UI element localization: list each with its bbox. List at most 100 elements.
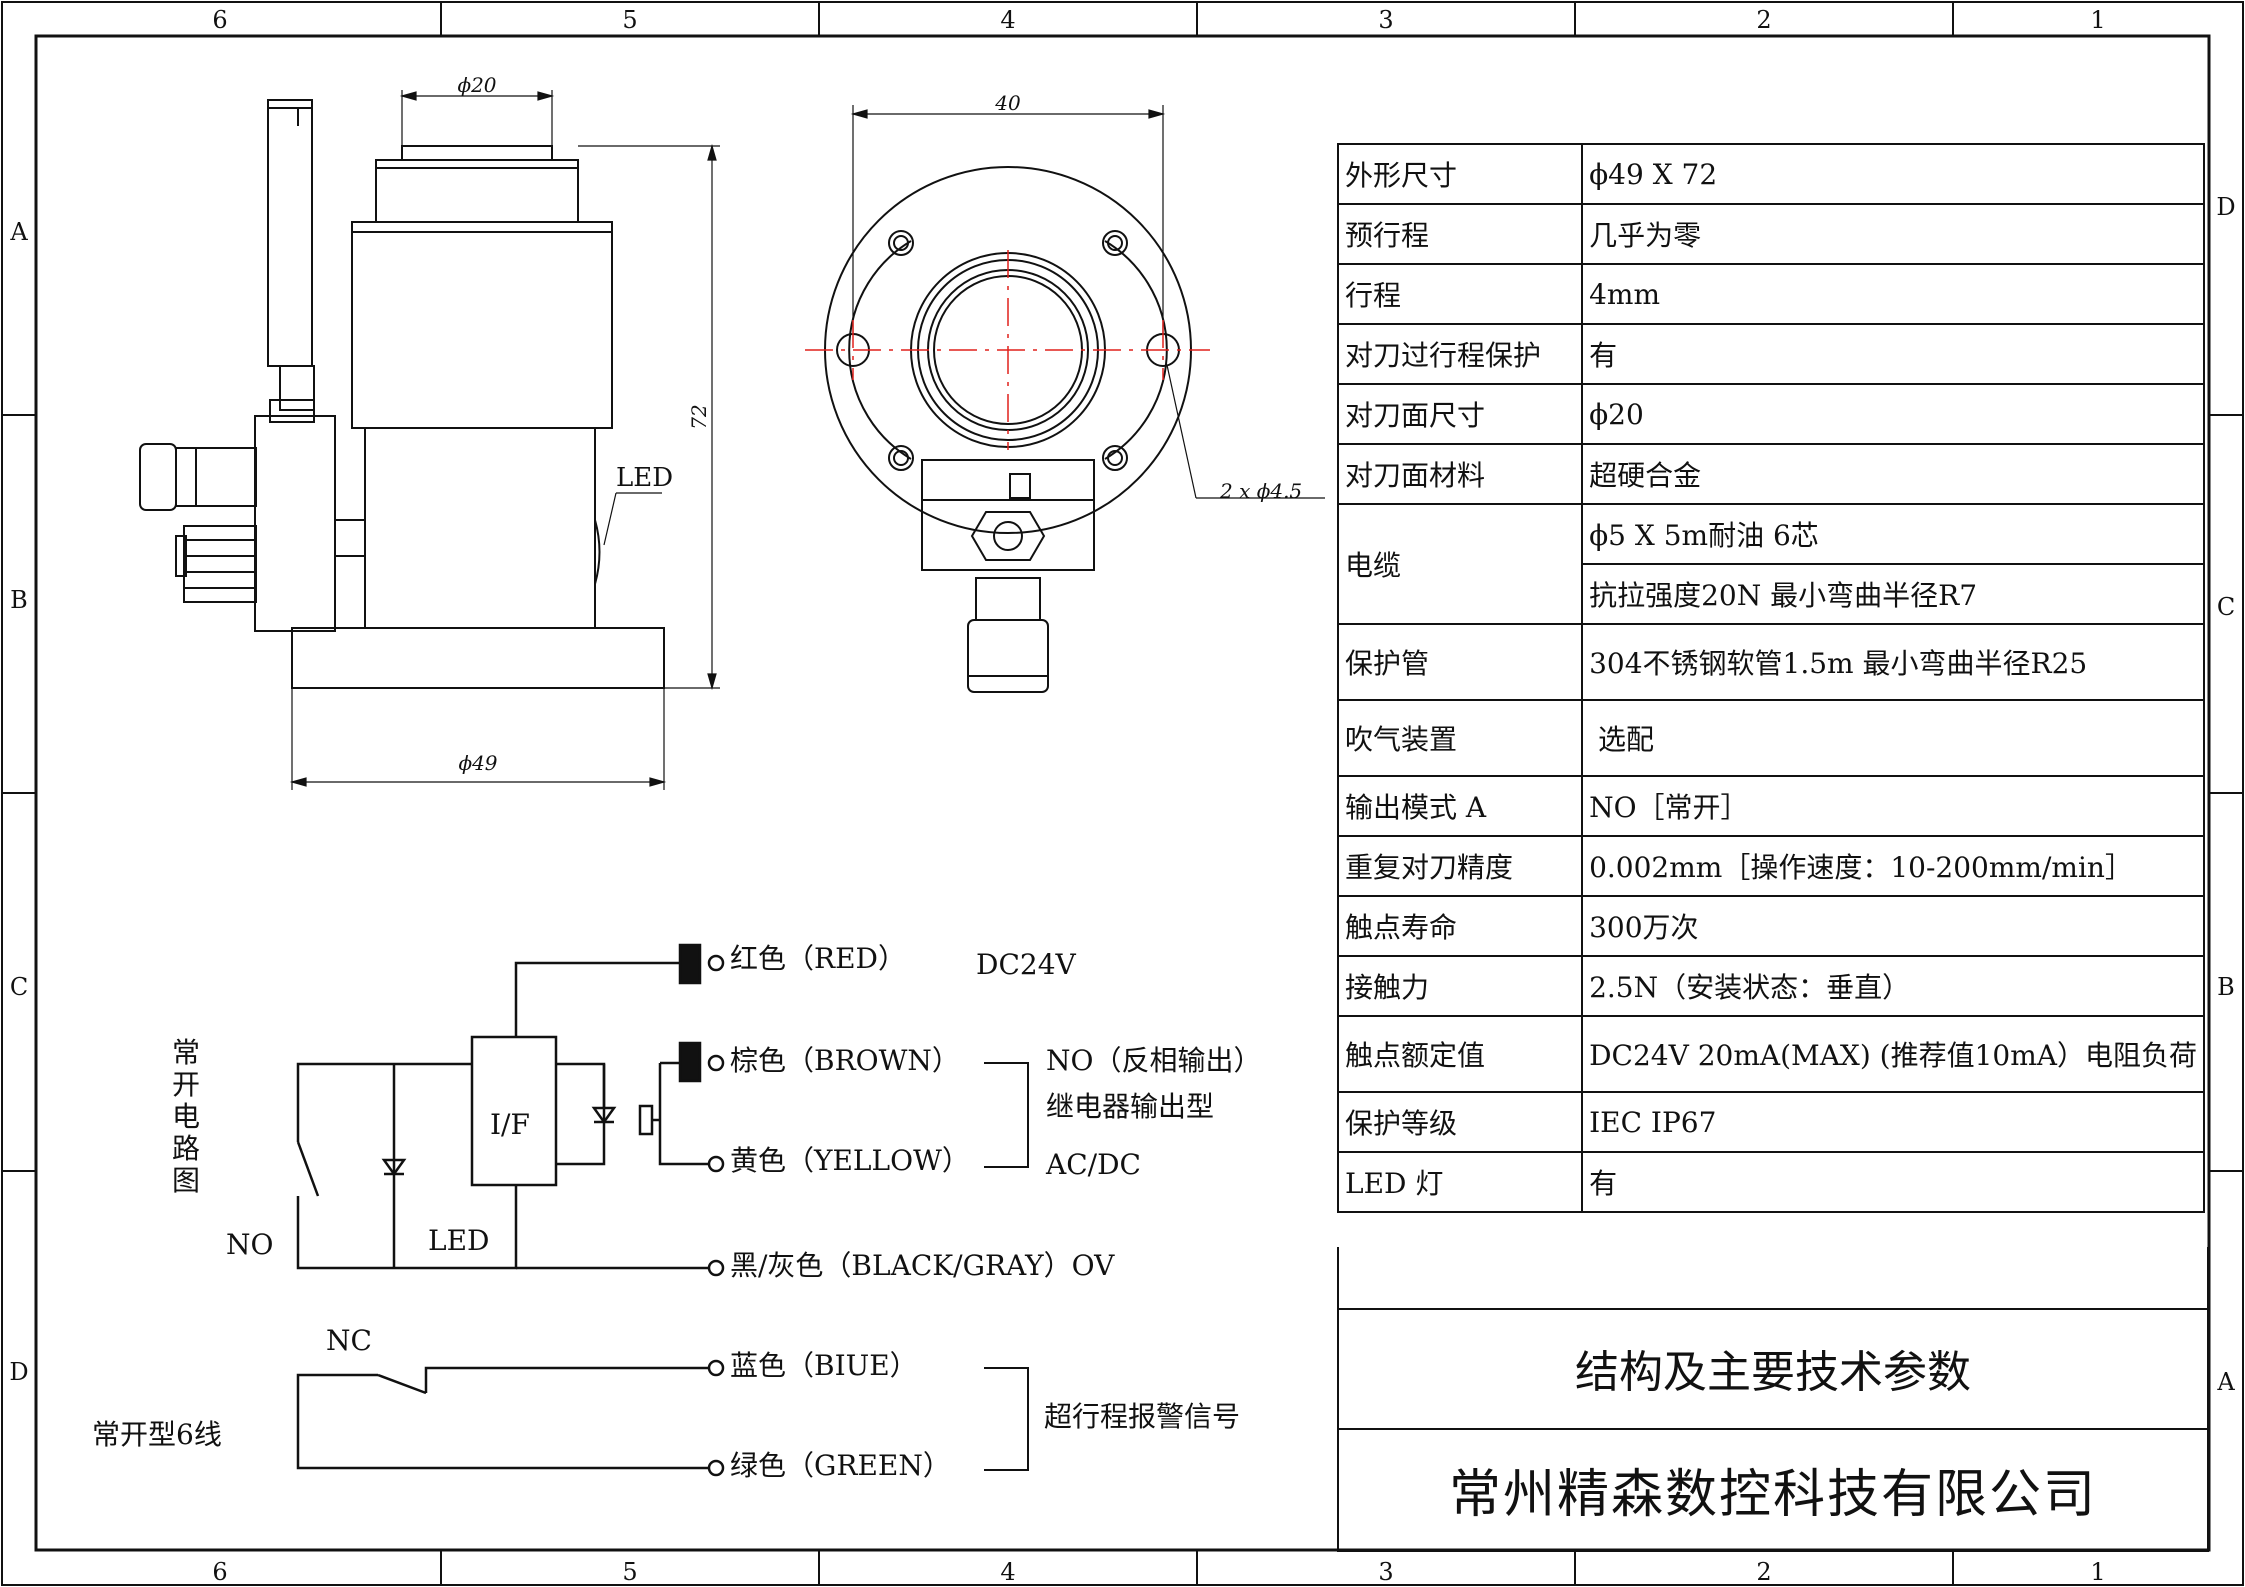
col-label-bottom-5: 2 xyxy=(1756,1558,1771,1586)
spec-key: 吹气装置 xyxy=(1336,699,1584,777)
circuit xyxy=(296,943,1029,1477)
screws xyxy=(888,230,1128,471)
spec-value: 304不锈钢软管1.5m 最小弯曲半径R25 xyxy=(1581,623,2205,701)
company-name: 常州精森数控科技有限公司 xyxy=(1337,1428,2209,1552)
hole-label: 2 x ϕ4.5 xyxy=(1219,479,1302,503)
spec-key: 对刀过行程保护 xyxy=(1336,323,1584,385)
terminal-brown xyxy=(678,1041,702,1083)
dim-top-label: ϕ20 xyxy=(457,73,496,97)
if-box xyxy=(470,1035,558,1187)
circuit-title-char-5: 图 xyxy=(172,1164,200,1197)
cable-gland xyxy=(279,365,315,411)
spec-row: 对刀面材料超硬合金 xyxy=(1336,443,2205,505)
blank-row xyxy=(1337,1247,2209,1310)
spec-key: 接触力 xyxy=(1336,955,1584,1017)
type-label: 常开型6线 xyxy=(92,1418,222,1451)
col-label-top-5: 2 xyxy=(1756,6,1771,34)
col-label-bottom-6: 1 xyxy=(2090,1558,2105,1586)
spec-row: 抗拉强度20N 最小弯曲半径R7 xyxy=(1338,563,2205,625)
spec-value: ϕ5 X 5m耐油 6芯 xyxy=(1581,503,2205,565)
spec-key: 对刀面尺寸 xyxy=(1336,383,1584,445)
base-plate xyxy=(291,627,665,689)
body-cap xyxy=(375,159,579,223)
relay-output-label: 继电器输出型 xyxy=(1046,1090,1214,1123)
terminal-red xyxy=(678,943,702,985)
row-label-left-4: D xyxy=(9,1358,28,1386)
wire-blue: 蓝色（BIUE） xyxy=(730,1349,918,1382)
col-label-bottom-1: 6 xyxy=(212,1558,227,1586)
spec-row: 对刀过行程保护有 xyxy=(1336,323,2205,385)
row-label-left-3: C xyxy=(10,973,28,1001)
wire-brown: 棕色（BROWN） xyxy=(730,1044,960,1077)
spec-value: ϕ49 X 72 xyxy=(1581,143,2205,205)
center-lines xyxy=(805,250,1210,450)
probe-face xyxy=(401,145,553,161)
top-view xyxy=(824,105,1325,693)
col-label-bottom-4: 3 xyxy=(1378,1558,1393,1586)
dc-label: DC24V xyxy=(976,948,1077,981)
led-circuit-label: LED xyxy=(428,1224,489,1257)
side-view xyxy=(139,90,720,790)
cable-gland-coil xyxy=(175,525,257,603)
spec-key: LED 灯 xyxy=(1336,1151,1584,1213)
spec-value: 抗拉强度20N 最小弯曲半径R7 xyxy=(1581,563,2205,625)
wire-green: 绿色（GREEN） xyxy=(730,1449,951,1482)
spec-value: 几乎为零 xyxy=(1581,203,2205,265)
circuit-title-char-2: 开 xyxy=(172,1068,200,1101)
spec-key: 重复对刀精度 xyxy=(1336,835,1584,897)
row-label-right-4: A xyxy=(2216,1368,2235,1396)
spec-key: 外形尺寸 xyxy=(1336,143,1584,205)
row-label-left-1: A xyxy=(9,218,28,246)
spec-value: 2.5N（安装状态：垂直） xyxy=(1581,955,2205,1017)
connector-housing xyxy=(921,459,1095,571)
col-label-top-1: 6 xyxy=(212,6,227,34)
spec-key: 触点额定值 xyxy=(1336,1015,1584,1093)
spec-value: 4mm xyxy=(1581,263,2205,325)
row-label-right-1: D xyxy=(2216,193,2235,221)
col-label-bottom-2: 5 xyxy=(622,1558,637,1586)
spec-key: 触点寿命 xyxy=(1336,895,1584,957)
push-fitting xyxy=(975,577,1041,621)
spec-key: 输出模式 A xyxy=(1336,775,1584,837)
spec-key: 保护管 xyxy=(1336,623,1584,701)
no-label: NO xyxy=(226,1228,273,1261)
col-label-bottom-3: 4 xyxy=(1000,1558,1015,1586)
spec-value: 选配 xyxy=(1581,699,2205,777)
nc-label: NC xyxy=(326,1324,372,1357)
circuit-title-char-4: 路 xyxy=(172,1132,200,1165)
hex-nut xyxy=(970,511,1046,561)
spec-row: 预行程几乎为零 xyxy=(1336,203,2205,265)
spec-value: NO［常开］ xyxy=(1581,775,2205,837)
no-output-label: NO（反相输出） xyxy=(1046,1044,1261,1077)
connector-block xyxy=(254,415,336,632)
air-fitting xyxy=(175,447,257,507)
spec-value: 0.002mm［操作速度：10-200mm/min］ xyxy=(1581,835,2205,897)
col-label-top-6: 1 xyxy=(2090,6,2105,34)
spec-key: 行程 xyxy=(1336,263,1584,325)
spec-key: 电缆 xyxy=(1336,503,1584,625)
led-diode xyxy=(381,1158,407,1177)
spec-key: 保护等级 xyxy=(1336,1091,1584,1153)
body-upper xyxy=(351,221,613,429)
wire-red: 红色（RED） xyxy=(730,942,906,975)
alarm-label: 超行程报警信号 xyxy=(1044,1400,1240,1433)
body-lower xyxy=(364,427,596,629)
row-label-right-2: C xyxy=(2217,593,2235,621)
row-label-left-2: B xyxy=(10,586,28,614)
wire-black: 黑/灰色（BLACK/GRAY）OV xyxy=(730,1249,1115,1282)
spec-value: 有 xyxy=(1581,1151,2205,1213)
dim-height-label: 72 xyxy=(687,404,711,429)
spec-value: 超硬合金 xyxy=(1581,443,2205,505)
col-label-top-4: 3 xyxy=(1378,6,1393,34)
